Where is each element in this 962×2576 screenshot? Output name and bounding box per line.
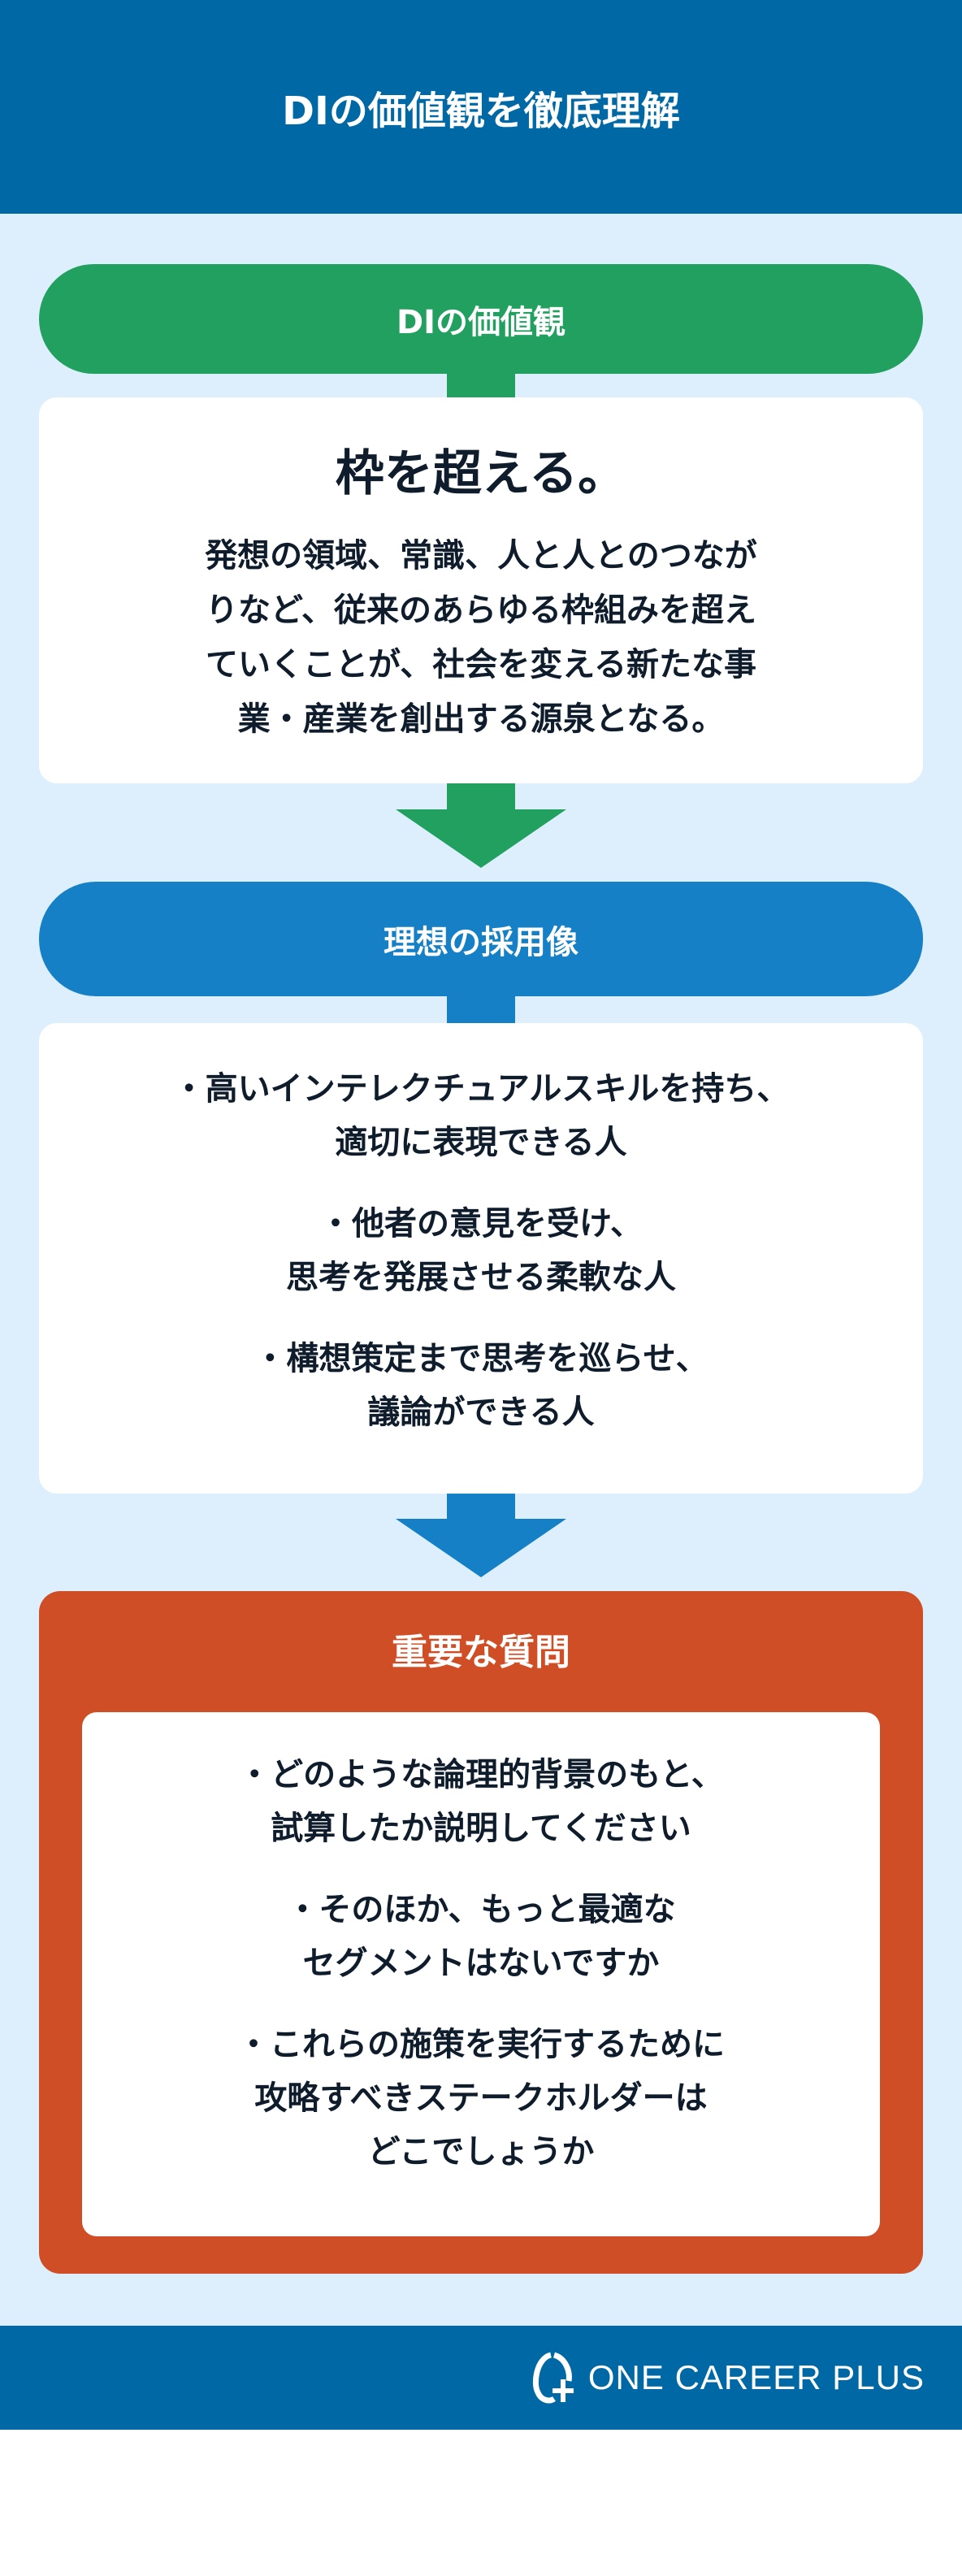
brand-name: ONE CAREER PLUS xyxy=(587,2358,925,2396)
connector xyxy=(447,995,515,1024)
question-item: ・どのような論理的背景のもと、 試算したか説明してください xyxy=(82,1748,880,1855)
questions-card: ・どのような論理的背景のもと、 試算したか説明してください ・そのほか、もっと最… xyxy=(82,1712,880,2236)
values-label: DIの価値観 xyxy=(396,303,566,341)
connector xyxy=(447,373,515,399)
one-career-logo-icon xyxy=(532,2352,574,2404)
ideal-item-line: 適切に表現できる人 xyxy=(335,1124,627,1161)
values-body-line: 発想の領域、常識、人と人とのつなが xyxy=(205,537,757,575)
question-item-line: セグメントはないですか xyxy=(302,1945,660,1982)
values-body-line: 業・産業を創出する源泉となる。 xyxy=(237,700,725,738)
question-item-line: どこでしょうか xyxy=(367,2133,595,2171)
values-card: 枠を超える。 発想の領域、常識、人と人とのつなが りなど、従来のあらゆる枠組みを… xyxy=(39,397,923,783)
values-body-line: ていくことが、社会を変える新たな事 xyxy=(206,646,756,683)
question-item-line: ・そのほか、もっと最適な xyxy=(286,1891,676,1928)
down-arrow-icon xyxy=(396,1494,566,1577)
ideal-card: ・高いインテレクチュアルスキルを持ち、 適切に表現できる人 ・他者の意見を受け、… xyxy=(39,1023,923,1494)
page-title: DIの価値観を徹底理解 xyxy=(282,88,680,134)
question-item-line: 攻略すべきステークホルダーは xyxy=(254,2079,708,2117)
question-item-line: ・どのような論理的背景のもと、 xyxy=(238,1756,724,1793)
question-item: ・これらの施策を実行するために 攻略すべきステークホルダーは どこでしょうか xyxy=(82,2018,880,2179)
ideal-item-line: ・高いインテレクチュアルスキルを持ち、 xyxy=(172,1070,790,1108)
ideal-label: 理想の採用像 xyxy=(384,923,578,961)
question-item: ・そのほか、もっと最適な セグメントはないですか xyxy=(82,1883,880,1990)
values-body-line: りなど、従来のあらゆる枠組みを超え xyxy=(206,592,756,629)
ideal-item: ・他者の意見を受け、 思考を発展させる柔軟な人 xyxy=(39,1197,923,1304)
question-item-line: ・これらの施策を実行するために xyxy=(237,2026,725,2063)
ideal-item-line: ・構想策定まで思考を巡らせ、 xyxy=(254,1340,708,1377)
ideal-item: ・高いインテレクチュアルスキルを持ち、 適切に表現できる人 xyxy=(39,1062,923,1169)
question-item-line: 試算したか説明してください xyxy=(271,1810,691,1847)
ideal-item-line: 議論ができる人 xyxy=(367,1394,595,1431)
footer: ONE CAREER PLUS xyxy=(0,2326,962,2430)
down-arrow-icon xyxy=(396,783,566,868)
ideal-item-line: 思考を発展させる柔軟な人 xyxy=(286,1259,676,1296)
page-header: DIの価値観を徹底理解 xyxy=(0,0,962,214)
ideal-item-line: ・他者の意見を受け、 xyxy=(319,1205,643,1242)
ideal-label-pill: 理想の採用像 xyxy=(39,882,923,996)
ideal-item: ・構想策定まで思考を巡らせ、 議論ができる人 xyxy=(39,1332,923,1439)
values-label-pill: DIの価値観 xyxy=(39,264,923,374)
values-heading: 枠を超える。 xyxy=(335,445,627,502)
questions-label: 重要な質問 xyxy=(392,1632,570,1673)
